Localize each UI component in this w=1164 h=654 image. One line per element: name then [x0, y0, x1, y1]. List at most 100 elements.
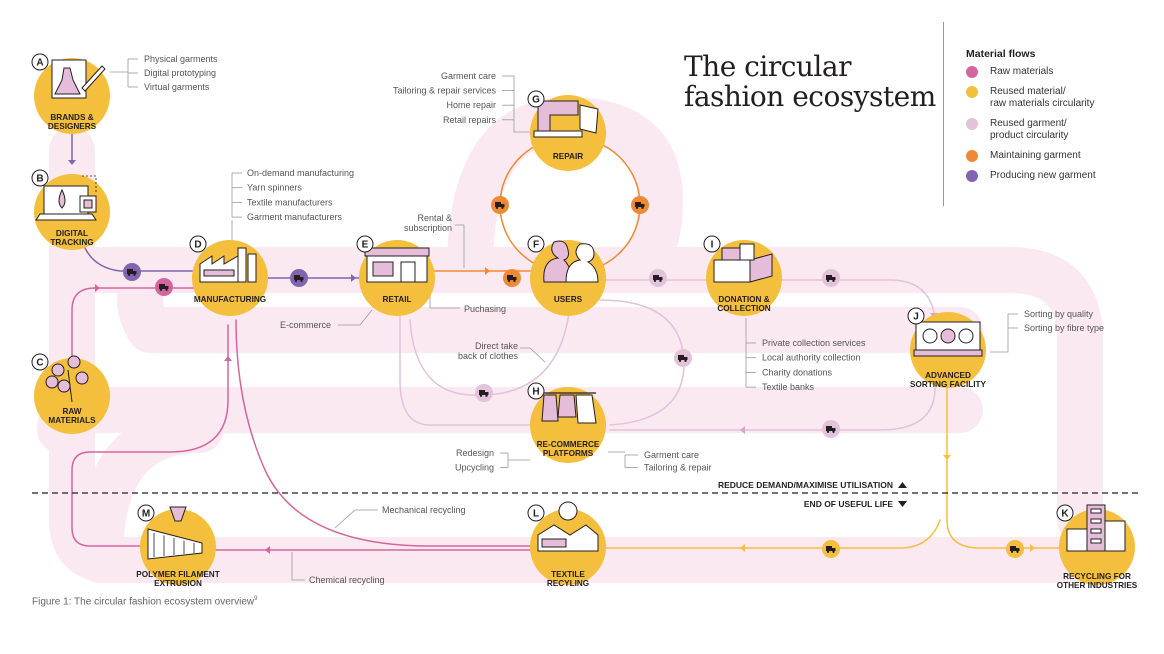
- flow-sorting-to-textile: [604, 519, 941, 549]
- node-letter: B: [36, 174, 43, 185]
- annotation-rental: Rental &subscription: [404, 213, 452, 233]
- icon-shape: [1090, 508, 1102, 514]
- truck-body: [159, 284, 165, 289]
- truck-cab: [165, 286, 169, 289]
- flow-arrowhead: [224, 356, 232, 361]
- people-icon: [543, 240, 599, 283]
- caption-text: Figure 1: The circular fashion ecosystem…: [32, 596, 255, 608]
- icon-shape: [541, 538, 567, 548]
- truck-cab: [1016, 548, 1020, 551]
- flow-arrowhead: [265, 546, 270, 554]
- truck-wheel: [826, 430, 830, 433]
- annotation-text: Garment care: [441, 71, 496, 81]
- node-label: DIGITAL: [56, 229, 88, 238]
- storefront-icon: [364, 247, 430, 283]
- truck-wheel: [678, 359, 682, 362]
- flow-arrowhead: [740, 544, 745, 552]
- truck-wheel: [133, 273, 136, 276]
- truck-wheel: [300, 279, 303, 282]
- icon-shape: [57, 379, 71, 393]
- icon-shape: [147, 528, 203, 560]
- annotation-text: Garment manufacturers: [247, 212, 343, 222]
- annotation-text: Tailoring & repair services: [393, 86, 497, 96]
- node-label: PLATFORMS: [543, 449, 594, 458]
- annotation-leader: [334, 509, 378, 529]
- icon-shape: [1090, 538, 1102, 544]
- dress-sketch-icon: [51, 59, 106, 99]
- node-label: POLYMER FILAMENT: [136, 570, 219, 579]
- truck-body: [653, 275, 659, 280]
- icon-shape: [579, 104, 599, 134]
- flow-users-to-sorting: [604, 279, 936, 319]
- truck-icon: [822, 540, 840, 558]
- node-letter: A: [36, 58, 43, 69]
- node-letter: J: [913, 312, 919, 323]
- flow-sorting-to-recommerce: [609, 387, 936, 431]
- node-label: ADVANCED: [925, 371, 971, 380]
- truck-wheel: [294, 279, 298, 282]
- node-label: COLLECTION: [717, 304, 770, 313]
- node-letter-badge: [907, 307, 925, 325]
- icon-shape: [721, 247, 741, 261]
- annotation-text: Textile manufacturers: [247, 197, 333, 207]
- truck-icon: [649, 269, 667, 287]
- annotation-text: Tailoring & repair: [644, 463, 712, 473]
- divider-lower-label: END OF USEFUL LIFE: [804, 499, 893, 509]
- title-line-2: fashion ecosystem: [684, 80, 936, 113]
- icon-shape: [1090, 528, 1102, 534]
- legend-swatch: [966, 118, 978, 130]
- legend-item-producing: Producing new garment: [966, 170, 1096, 182]
- node-letter-badge: [527, 382, 545, 400]
- clothes-rack-icon: [540, 392, 597, 424]
- node-label: USERS: [554, 295, 583, 304]
- laptop-chip-icon: [35, 175, 97, 221]
- truck-wheel: [832, 279, 835, 282]
- icon-shape: [54, 67, 81, 95]
- extruder-icon: [147, 506, 203, 560]
- truck-wheel: [501, 206, 504, 209]
- truck-wheel: [826, 550, 830, 553]
- annotation-leader: [291, 552, 305, 581]
- truck-body: [507, 275, 513, 280]
- node-letter-badge: [527, 504, 545, 522]
- node-letter: I: [711, 240, 714, 251]
- node-letter: L: [533, 509, 539, 520]
- truck-icon: [123, 263, 141, 281]
- node-label: RETAIL: [383, 295, 412, 304]
- annotation-purchasing: Puchasing: [464, 304, 506, 314]
- node-letter-badge: [527, 90, 545, 108]
- node-letter: H: [532, 387, 539, 398]
- node-label: TEXTILE: [551, 570, 585, 579]
- truck-icon: [290, 269, 308, 287]
- truck-wheel: [1010, 550, 1014, 553]
- icon-shape: [75, 371, 89, 385]
- truck-icon: [1006, 540, 1024, 558]
- truck-wheel: [653, 279, 657, 282]
- annotation-text: Digital prototyping: [144, 68, 216, 78]
- annotation-text: E-commerce: [280, 320, 331, 330]
- icon-shape: [713, 259, 751, 283]
- background-band: [117, 247, 983, 353]
- flow-textile-to-manufacturing: [235, 319, 541, 547]
- truck-wheel: [684, 359, 687, 362]
- legend-label: Reused garment/: [990, 118, 1067, 129]
- legend-divider: [943, 22, 944, 206]
- annotation-text: Direct take: [475, 341, 518, 351]
- node-label: DESIGNERS: [48, 122, 97, 131]
- truck-icon: [674, 349, 692, 367]
- icon-shape: [543, 240, 573, 283]
- truck-wheel: [159, 288, 163, 291]
- icon-shape: [45, 375, 59, 389]
- truck-icon: [822, 420, 840, 438]
- truck-wheel: [479, 394, 483, 397]
- truck-icon: [631, 196, 649, 214]
- truck-cab: [641, 204, 645, 207]
